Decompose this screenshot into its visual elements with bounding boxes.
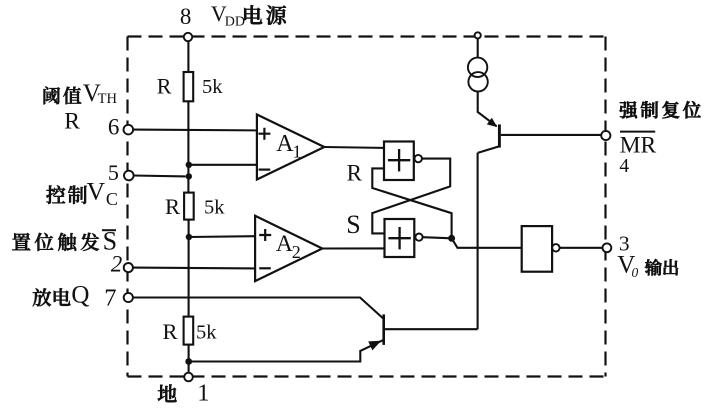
svg-text:TH: TH xyxy=(98,91,118,107)
svg-text:C: C xyxy=(106,189,118,209)
svg-text:V: V xyxy=(617,252,635,279)
svg-text:S: S xyxy=(346,210,360,239)
svg-text:R: R xyxy=(347,161,363,186)
svg-text:A: A xyxy=(276,231,293,257)
svg-text:7: 7 xyxy=(104,284,116,311)
svg-text:8: 8 xyxy=(180,4,192,29)
svg-text:0: 0 xyxy=(632,265,639,280)
svg-text:5: 5 xyxy=(108,160,119,185)
svg-text:5k: 5k xyxy=(202,76,223,98)
svg-text:5k: 5k xyxy=(204,197,225,219)
svg-text:1: 1 xyxy=(293,141,302,161)
svg-text:R: R xyxy=(157,74,172,99)
svg-text:5k: 5k xyxy=(196,322,217,344)
svg-text:3: 3 xyxy=(619,231,630,255)
svg-text:2: 2 xyxy=(292,242,301,262)
svg-text:6: 6 xyxy=(108,115,120,140)
svg-text:MR: MR xyxy=(620,132,657,158)
svg-text:DD: DD xyxy=(225,14,245,29)
svg-text:1: 1 xyxy=(197,379,209,406)
svg-text:R: R xyxy=(64,109,80,135)
svg-text:V: V xyxy=(211,1,227,26)
svg-text:2: 2 xyxy=(111,252,123,277)
svg-text:4: 4 xyxy=(619,156,629,177)
svg-text:V: V xyxy=(87,176,106,205)
svg-text:A: A xyxy=(276,131,294,157)
svg-text:R: R xyxy=(165,194,180,219)
svg-text:R: R xyxy=(163,319,178,344)
svg-text:V: V xyxy=(83,80,101,107)
svg-text:Q: Q xyxy=(71,282,89,309)
svg-text:S: S xyxy=(103,227,117,256)
